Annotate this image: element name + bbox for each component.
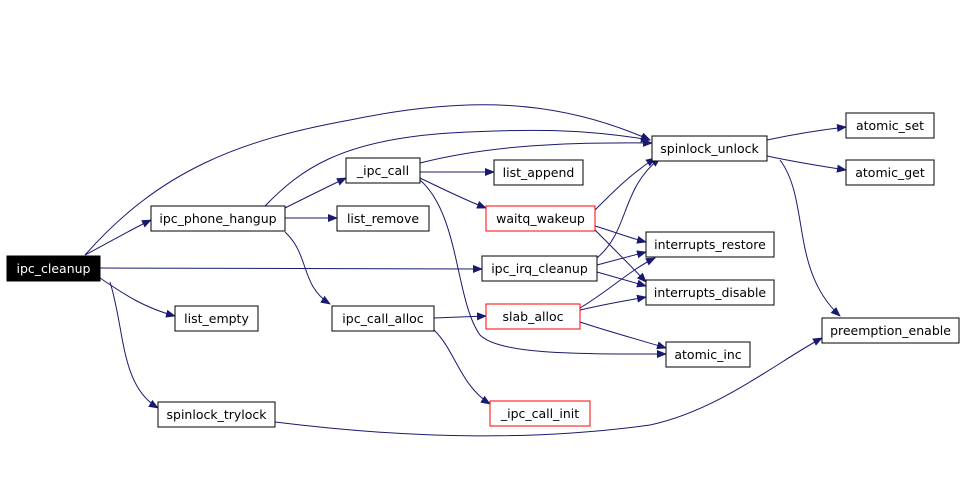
edge-spinlock_unlock-to-atomic_get	[766, 155, 847, 173]
node-spinlock_trylock[interactable]: spinlock_trylock	[157, 401, 276, 428]
edge-waitq_wakeup-to-interrupts_restore	[594, 225, 647, 244]
node-label: spinlock_trylock	[167, 407, 268, 422]
node-interrupts_restore[interactable]: interrupts_restore	[645, 231, 775, 258]
node-label: atomic_set	[856, 118, 924, 133]
edge-ipc_phone_hangup-to-ipc_call_alloc	[284, 231, 331, 305]
node-list_empty[interactable]: list_empty	[174, 305, 259, 332]
node-label: _ipc_call	[356, 163, 409, 178]
node-atomic_set[interactable]: atomic_set	[845, 112, 935, 139]
node-label: _ipc_call_init	[500, 406, 579, 421]
node-list_remove[interactable]: list_remove	[336, 205, 430, 232]
edge-ipc_call_alloc-to-slab_alloc	[433, 312, 487, 321]
edge-spinlock_unlock-to-atomic_set	[766, 124, 847, 141]
edge-spinlock_unlock-to-preemption_enable	[779, 159, 841, 317]
node-ipc_phone_hangup[interactable]: ipc_phone_hangup	[150, 205, 286, 232]
node-label: ipc_cleanup	[16, 261, 90, 276]
node-label: preemption_enable	[830, 323, 951, 338]
node-ipc_call_alloc[interactable]: ipc_call_alloc	[331, 305, 435, 332]
node-label: ipc_phone_hangup	[159, 211, 276, 226]
node-waitq_wakeup[interactable]: waitq_wakeup	[485, 205, 596, 232]
node-_ipc_call[interactable]: _ipc_call	[345, 157, 421, 184]
node-label: interrupts_disable	[654, 285, 767, 300]
node-preemption_enable[interactable]: preemption_enable	[821, 317, 960, 344]
edge-_ipc_call-to-waitq_wakeup	[419, 177, 487, 209]
node-label: list_append	[503, 165, 575, 180]
edge-slab_alloc-to-interrupts_disable	[579, 294, 647, 311]
edge-_ipc_call-to-spinlock_unlock	[419, 138, 653, 164]
node-spinlock_unlock[interactable]: spinlock_unlock	[651, 135, 768, 162]
edge-ipc_irq_cleanup-to-spinlock_unlock	[596, 157, 661, 259]
node-slab_alloc[interactable]: slab_alloc	[485, 303, 581, 330]
edge-ipc_irq_cleanup-to-interrupts_restore	[596, 250, 647, 266]
node-atomic_get[interactable]: atomic_get	[845, 159, 935, 186]
edge-waitq_wakeup-to-spinlock_unlock	[594, 157, 656, 211]
edge-ipc_phone_hangup-to-spinlock_unlock	[264, 129, 651, 207]
node-atomic_inc[interactable]: atomic_inc	[665, 341, 751, 368]
node-label: ipc_irq_cleanup	[491, 261, 588, 276]
edge-waitq_wakeup-to-interrupts_disable	[594, 229, 647, 283]
edge-ipc_cleanup-to-spinlock_unlock	[84, 104, 651, 256]
node-label: slab_alloc	[503, 309, 564, 324]
edge-ipc_call_alloc-to-_ipc_call_init	[433, 329, 491, 405]
node-label: atomic_get	[855, 165, 925, 180]
node-ipc_cleanup[interactable]: ipc_cleanup	[6, 255, 101, 282]
node-_ipc_call_init[interactable]: _ipc_call_init	[489, 400, 591, 427]
node-ipc_irq_cleanup[interactable]: ipc_irq_cleanup	[481, 255, 598, 282]
edge-ipc_cleanup-to-ipc_irq_cleanup	[99, 264, 483, 273]
node-label: list_remove	[347, 211, 419, 226]
node-list_append[interactable]: list_append	[493, 159, 584, 186]
nodes: ipc_cleanup ipc_phone_hangup list_empty …	[6, 112, 960, 428]
edge-ipc_cleanup-to-list_empty	[99, 277, 176, 318]
edge-_ipc_call-to-atomic_inc	[419, 179, 667, 359]
node-interrupts_disable[interactable]: interrupts_disable	[645, 279, 775, 306]
node-label: list_empty	[184, 311, 249, 326]
edge-ipc_cleanup-to-spinlock_trylock	[109, 281, 159, 409]
node-label: atomic_inc	[674, 347, 741, 362]
node-label: interrupts_restore	[654, 237, 766, 252]
edges	[84, 104, 847, 437]
edge-ipc_cleanup-to-ipc_phone_hangup	[84, 219, 152, 256]
node-label: ipc_call_alloc	[342, 311, 424, 326]
edge-slab_alloc-to-atomic_inc	[579, 321, 667, 350]
node-label: spinlock_unlock	[660, 141, 759, 156]
node-label: waitq_wakeup	[496, 211, 585, 226]
edge-slab_alloc-to-interrupts_restore	[579, 257, 656, 309]
edge-ipc_phone_hangup-to-_ipc_call	[284, 177, 347, 209]
edge-spinlock_trylock-to-preemption_enable	[274, 337, 823, 437]
